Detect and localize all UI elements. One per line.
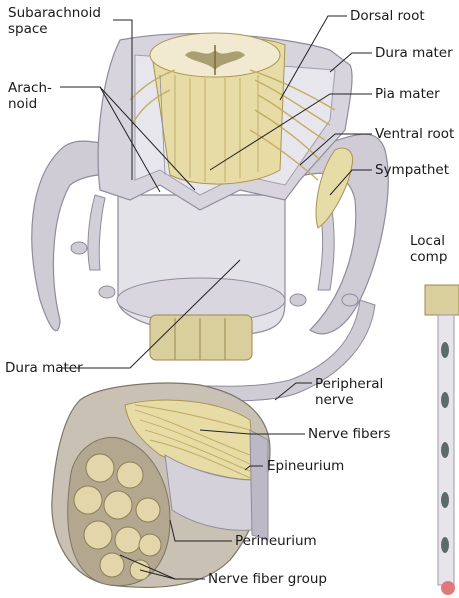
label-pia-mater: Pia mater [375,86,440,102]
label-arachnoid-line1: Arach- [8,80,52,96]
label-arachnoid-line2: noid [8,96,52,112]
label-dura-mater-bottom: Dura mater [5,360,83,376]
label-dura-mater-top: Dura mater [375,45,453,61]
spinal-cord-illustration [32,33,388,360]
local-compartment-strip [425,285,459,595]
label-subarachnoid-space: Subarachnoid space [8,5,101,37]
label-local-compartment-line2: comp [410,249,447,265]
label-subarachnoid-space-line1: Subarachnoid [8,5,101,21]
label-ventral-root: Ventral root [375,126,454,142]
label-epineurium: Epineurium [267,458,344,474]
label-peripheral-nerve-line2: nerve [315,392,383,408]
label-nerve-fiber-group: Nerve fiber group [208,571,327,587]
label-arachnoid: Arach- noid [8,80,52,112]
label-perineurium: Perineurium [235,533,317,549]
label-peripheral-nerve: Peripheral nerve [315,376,383,408]
label-peripheral-nerve-line1: Peripheral [315,376,383,392]
left-ramus [88,195,105,270]
label-subarachnoid-space-line2: space [8,21,101,37]
label-nerve-fibers: Nerve fibers [308,426,391,442]
label-local-compartment-line1: Local [410,233,447,249]
label-dorsal-root: Dorsal root [350,8,425,24]
label-local-compartment: Local comp [410,233,447,265]
label-sympathetic: Sympathet [375,162,449,178]
